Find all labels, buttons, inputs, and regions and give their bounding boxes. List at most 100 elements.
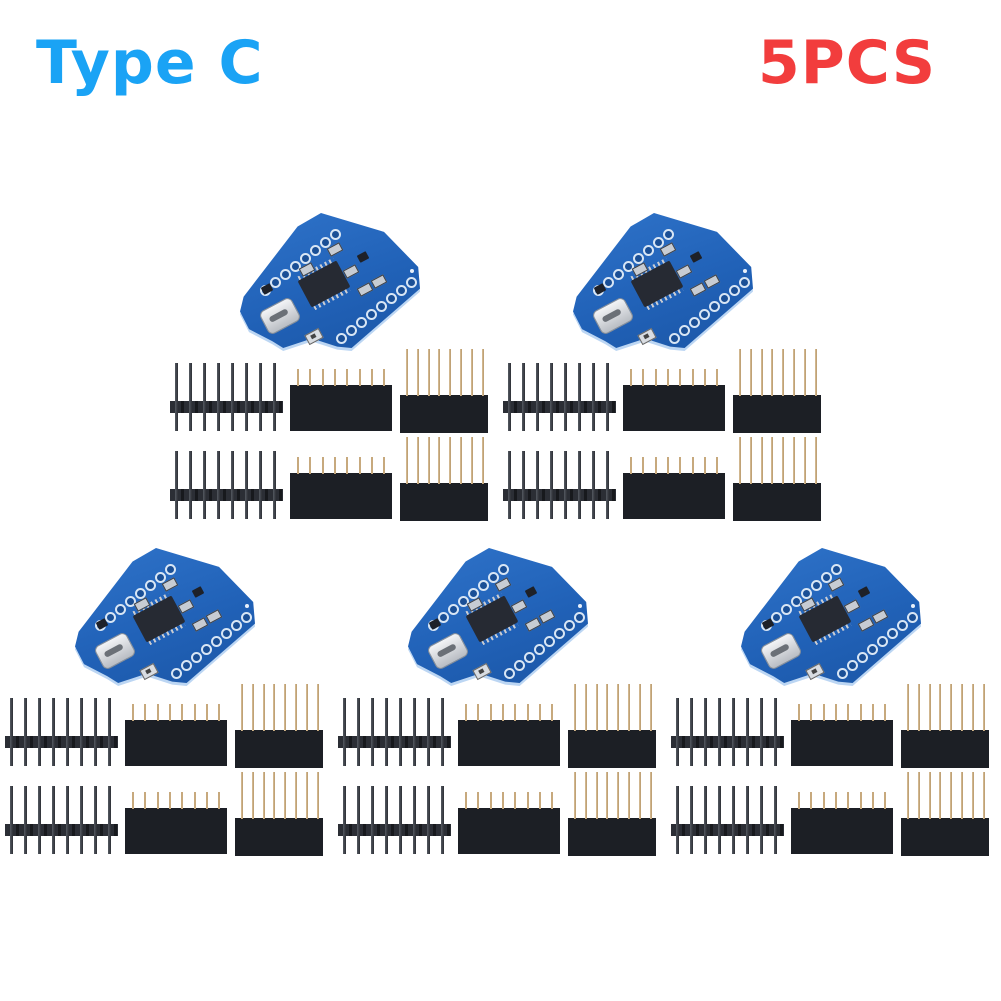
pin [309, 369, 312, 386]
pin [679, 457, 682, 474]
pin-hole [729, 285, 740, 296]
pin [538, 792, 541, 809]
dev-board [75, 548, 255, 686]
pin-hole [396, 285, 407, 296]
pin [793, 349, 795, 396]
pin [917, 684, 920, 731]
pin-hole [165, 564, 176, 575]
header-body [791, 720, 893, 766]
pin [774, 786, 777, 854]
pin [884, 792, 887, 809]
pin [950, 684, 953, 731]
pin-hole [709, 301, 720, 312]
pin-hole [554, 628, 565, 639]
pin [584, 684, 587, 731]
pin [94, 786, 97, 854]
pin [592, 363, 595, 431]
male-pin-header [671, 786, 784, 854]
pin [385, 698, 388, 766]
pin [481, 349, 484, 396]
pin [399, 698, 402, 766]
pin [814, 349, 817, 396]
pin-hole [280, 269, 291, 280]
pin [746, 786, 749, 854]
pin [193, 704, 196, 721]
pin [245, 363, 248, 431]
male-pin-header [5, 698, 118, 766]
pin [427, 349, 430, 396]
pin [52, 786, 55, 854]
pin [971, 684, 974, 731]
pin [108, 786, 111, 854]
pin [628, 772, 630, 819]
pin [168, 704, 171, 721]
pin [38, 698, 41, 766]
pin [666, 457, 669, 474]
pin [262, 684, 265, 731]
long-female-stacking-header [901, 684, 989, 768]
mount-dot [245, 604, 249, 608]
pin [217, 451, 220, 519]
pin [259, 363, 262, 431]
mount-dot [743, 269, 747, 273]
pin [617, 772, 620, 819]
pin [564, 451, 567, 519]
pin [273, 451, 276, 519]
pin [108, 698, 111, 766]
pin [501, 704, 504, 721]
pin [564, 363, 567, 431]
mount-dot [578, 604, 582, 608]
pin [218, 704, 221, 721]
pin [427, 698, 430, 766]
pin [10, 698, 13, 766]
pin [181, 792, 184, 809]
pin-hole [857, 652, 868, 663]
male-pin-header [503, 451, 616, 519]
pin [441, 786, 444, 854]
pin-hole [623, 261, 634, 272]
short-female-header [290, 451, 392, 519]
pin-hole [544, 636, 555, 647]
pin [481, 437, 484, 484]
pin-hole [679, 325, 690, 336]
pin [441, 698, 444, 766]
pin [438, 437, 441, 484]
pin [371, 698, 374, 766]
pin [399, 786, 402, 854]
pin-hole [847, 660, 858, 671]
pin-hole [643, 245, 654, 256]
short-female-header [791, 786, 893, 854]
pin [316, 772, 319, 819]
pin [181, 704, 184, 721]
pin-hole [336, 333, 347, 344]
male-pin-header [671, 698, 784, 766]
header-body [235, 818, 323, 856]
header-body [400, 483, 488, 521]
pin [284, 684, 287, 731]
pin-hole [290, 261, 301, 272]
pin [739, 349, 741, 396]
pin-hole [574, 612, 585, 623]
pin [144, 704, 147, 721]
pin [595, 772, 598, 819]
pin [654, 457, 657, 474]
header-bar [671, 736, 784, 748]
pin [760, 698, 763, 766]
pin-hole [346, 325, 357, 336]
pin [950, 772, 953, 819]
long-female-stacking-header [568, 772, 656, 856]
pin [630, 457, 632, 474]
pin [245, 451, 248, 519]
pin [189, 363, 192, 431]
pin [465, 792, 467, 809]
pin-hole [221, 628, 232, 639]
pin [782, 349, 785, 396]
short-female-header [623, 451, 725, 519]
pin-hole [478, 580, 489, 591]
pin-hole [330, 229, 341, 240]
pin [295, 684, 297, 731]
pin [193, 792, 196, 809]
pin-hole [468, 588, 479, 599]
header-bar [671, 824, 784, 836]
pin [358, 369, 361, 386]
